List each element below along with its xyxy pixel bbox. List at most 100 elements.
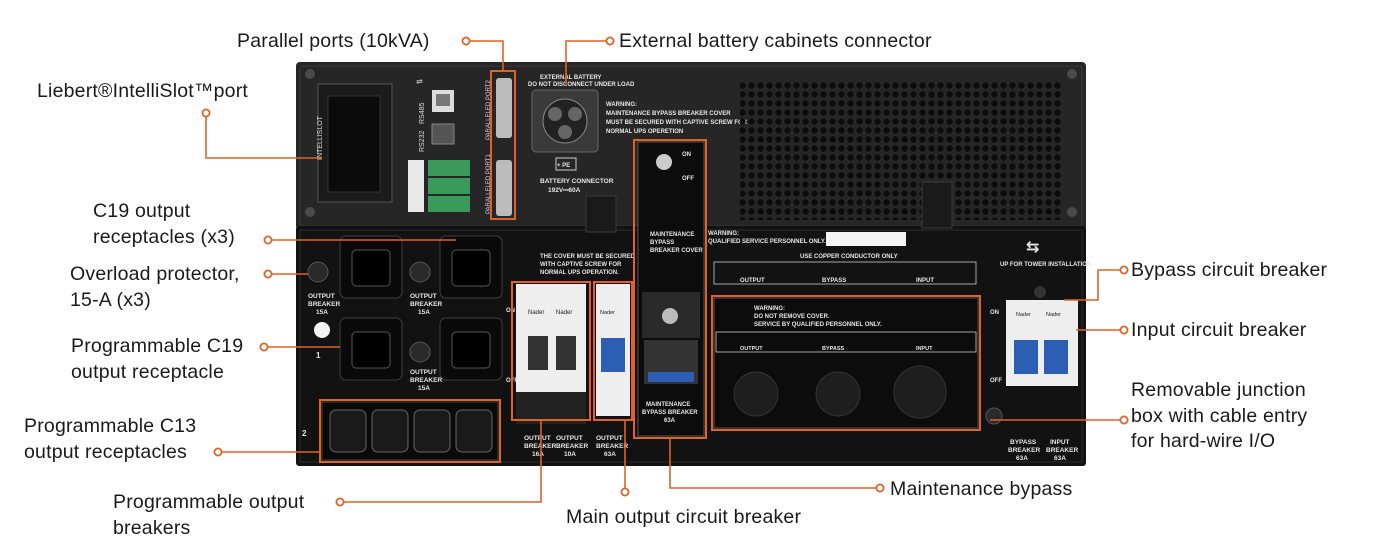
svg-text:ON: ON <box>682 152 691 158</box>
highlight-junction-box <box>711 295 981 431</box>
callout-overload-protector: Overload protector, 15-A (x3) <box>70 263 240 311</box>
bypass-breaker <box>1014 340 1038 374</box>
callout-programmable-breakers: Programmable output breakers <box>113 491 305 539</box>
input-breaker <box>1044 340 1068 374</box>
callout-battery-connector: External battery cabinets connector <box>619 30 932 52</box>
screw <box>305 207 315 217</box>
callout-programmable-c13: Programmable C13 output receptacles <box>24 415 197 463</box>
highlight-c13 <box>319 399 501 463</box>
highlight-programmable-breakers <box>511 281 591 421</box>
svg-text:WARNING:: WARNING: <box>606 102 637 108</box>
svg-text:THE COVER MUST BE SECURED: THE COVER MUST BE SECURED <box>540 254 635 260</box>
svg-text:PARALLELED PORT1: PARALLELED PORT1 <box>486 154 492 214</box>
svg-text:QUALIFIED SERVICE PERSONNEL ON: QUALIFIED SERVICE PERSONNEL ONLY. <box>708 239 826 245</box>
leader-bypass-breaker <box>1064 269 1122 301</box>
callout-bypass-breaker: Bypass circuit breaker <box>1131 259 1328 281</box>
cable-entry <box>733 371 779 417</box>
terminal-block <box>428 178 470 194</box>
callout-maintenance-bypass: Maintenance bypass <box>890 478 1073 500</box>
svg-text:OUTPUT: OUTPUT <box>740 278 765 284</box>
callout-programmable-c19: Programmable C19 output receptacle <box>71 335 244 383</box>
tower-arrow-icon: ⇆ <box>1026 239 1039 256</box>
svg-text:OFF: OFF <box>682 176 694 182</box>
callout-junction-box: Removable junction box with cable entry … <box>1131 379 1308 453</box>
c13-receptacle <box>455 409 493 453</box>
maintenance-bypass-cover <box>637 141 705 437</box>
svg-text:2: 2 <box>302 429 307 438</box>
screw <box>305 69 315 79</box>
svg-text:DO NOT REMOVE COVER.: DO NOT REMOVE COVER. <box>754 314 830 320</box>
c13-receptacle <box>329 409 367 453</box>
rs485-label: RS485 <box>419 102 426 124</box>
svg-text:Nader: Nader <box>1046 312 1061 318</box>
screw <box>1067 69 1077 79</box>
svg-text:BYPASS: BYPASS <box>822 346 845 352</box>
svg-text:Nader: Nader <box>556 310 572 316</box>
leader-endpoints <box>201 36 1129 507</box>
svg-text:OUTPUT: OUTPUT <box>740 346 763 352</box>
svg-text:NORMAL UPS OPERETION: NORMAL UPS OPERETION <box>606 129 683 135</box>
cable-entry <box>815 371 861 417</box>
leader-maintenance-bypass <box>669 438 877 489</box>
svg-text:MAINTENANCE: MAINTENANCE <box>650 232 694 238</box>
callout-input-breaker: Input circuit breaker <box>1131 319 1307 341</box>
rs232-label: RS232 <box>419 130 426 152</box>
svg-text:BYPASS: BYPASS <box>822 278 846 284</box>
leader-lines <box>205 40 1122 503</box>
highlight-main-output-breaker <box>593 281 633 421</box>
c13-receptacle <box>413 409 451 453</box>
vent-grille <box>740 80 1062 220</box>
svg-text:PARALLELED PORT2: PARALLELED PORT2 <box>486 80 492 140</box>
svg-text:WARNING:: WARNING: <box>754 306 785 312</box>
overload-protector <box>409 261 431 283</box>
callout-c19-receptacles: C19 output receptacles (x3) <box>93 200 235 248</box>
screw <box>1067 207 1077 217</box>
callout-parallel-ports: Parallel ports (10kVA) <box>237 30 430 52</box>
intellislot-label: INTELLISLOT <box>317 115 324 160</box>
svg-text:1: 1 <box>316 351 321 360</box>
svg-text:BYPASS: BYPASS <box>650 240 674 246</box>
svg-text:Nader: Nader <box>1016 312 1031 318</box>
svg-text:ON: ON <box>506 308 515 314</box>
c13-receptacle <box>371 409 409 453</box>
svg-text:SERVICE BY QUALIFIED PERSONNEL: SERVICE BY QUALIFIED PERSONNEL ONLY. <box>754 322 882 328</box>
svg-text:BATTERY CONNECTOR: BATTERY CONNECTOR <box>540 178 614 185</box>
callout-main-output-breaker: Main output circuit breaker <box>566 506 802 528</box>
cable-entry <box>893 365 947 419</box>
svg-text:192V⎓60A: 192V⎓60A <box>548 187 581 194</box>
overload-protector <box>409 341 431 363</box>
svg-text:UP FOR TOWER INSTALLATION: UP FOR TOWER INSTALLATION <box>1000 262 1091 268</box>
svg-text:INPUT: INPUT <box>916 278 934 284</box>
svg-text:MUST BE SECURED WITH CAPTIVE S: MUST BE SECURED WITH CAPTIVE SCREW FOR <box>606 120 748 126</box>
svg-text:MAINTENANCE BYPASS BREAKER COV: MAINTENANCE BYPASS BREAKER COVER <box>606 111 731 117</box>
svg-text:WARNING:: WARNING: <box>708 231 739 237</box>
svg-text:OFF: OFF <box>990 378 1002 384</box>
overload-protector <box>307 261 329 283</box>
leader-intellislot <box>205 115 322 159</box>
barcode-label <box>826 232 906 246</box>
leader-parallel-ports <box>470 40 504 71</box>
svg-text:WITH CAPTIVE SCREW FOR: WITH CAPTIVE SCREW FOR <box>540 262 622 268</box>
parallel-port-2 <box>496 78 512 138</box>
rs232-port <box>431 123 455 145</box>
svg-text:NORMAL UPS OPERATION.: NORMAL UPS OPERATION. <box>540 270 619 276</box>
svg-text:Nader: Nader <box>528 310 544 316</box>
svg-text:BREAKER COVER: BREAKER COVER <box>650 248 703 254</box>
terminal-block <box>428 160 470 176</box>
svg-text:+ PE: + PE <box>557 163 570 169</box>
leader-programmable-breakers <box>343 420 542 503</box>
svg-text:USE COPPER CONDUCTOR ONLY: USE COPPER CONDUCTOR ONLY <box>800 254 898 260</box>
svg-text:INPUT: INPUT <box>916 346 933 352</box>
svg-text:DO NOT DISCONNECT UNDER LOAD: DO NOT DISCONNECT UNDER LOAD <box>528 82 635 88</box>
svg-text:ON: ON <box>990 310 999 316</box>
callout-intellislot: Liebert®IntelliSlot™port <box>37 80 249 102</box>
